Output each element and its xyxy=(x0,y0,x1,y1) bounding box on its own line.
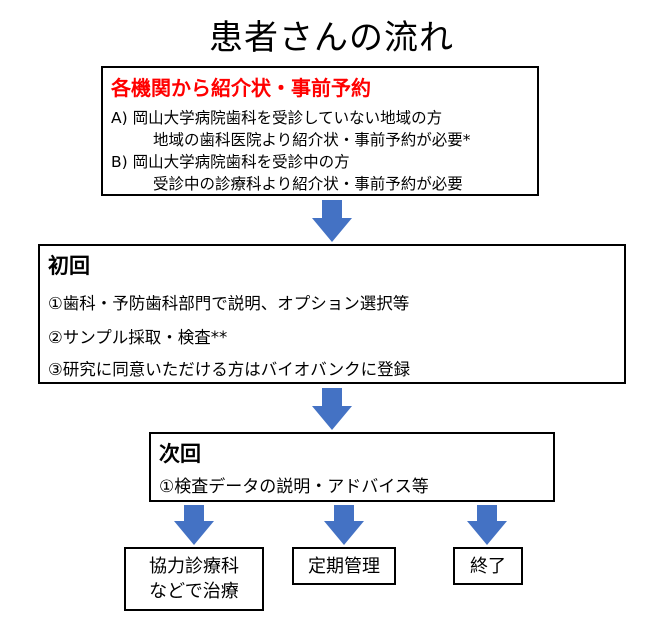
referral-a-line2: 地域の歯科医院より紹介状・事前予約が必要* xyxy=(153,131,471,149)
first-visit-step2: ②サンプル採取・検査** xyxy=(48,328,228,347)
down-arrow-icon xyxy=(324,505,364,545)
next-visit-heading: 次回 xyxy=(159,442,201,466)
end-label: 終了 xyxy=(470,556,506,577)
treatment-line1: 協力診療科 xyxy=(149,556,239,577)
first-visit-step1: ①歯科・予防歯科部門で説明、オプション選択等 xyxy=(48,294,410,313)
treatment-line2: などで治療 xyxy=(149,581,239,602)
first-visit-heading: 初回 xyxy=(48,254,90,278)
down-arrow-icon xyxy=(174,505,214,545)
referral-a-line1: A) 岡山大学病院歯科を受診していない地域の方 xyxy=(111,109,443,127)
end-box: 終了 xyxy=(453,547,523,585)
first-visit-box: 初回 ①歯科・予防歯科部門で説明、オプション選択等 ②サンプル採取・検査** ③… xyxy=(38,244,626,384)
next-visit-box: 次回 ①検査データの説明・アドバイス等 xyxy=(149,432,555,502)
maintenance-box: 定期管理 xyxy=(292,547,396,585)
referral-box: 各機関から紹介状・事前予約 A) 岡山大学病院歯科を受診していない地域の方 地域… xyxy=(101,66,539,196)
referral-b-line1: B) 岡山大学病院歯科を受診中の方 xyxy=(111,153,350,171)
treatment-box: 協力診療科 などで治療 xyxy=(124,547,264,611)
referral-b-line2: 受診中の診療科より紹介状・事前予約が必要 xyxy=(153,175,463,193)
maintenance-label: 定期管理 xyxy=(308,556,380,577)
first-visit-step3: ③研究に同意いただける方はバイオバンクに登録 xyxy=(48,360,411,379)
down-arrow-icon xyxy=(312,200,352,242)
referral-heading: 各機関から紹介状・事前予約 xyxy=(111,76,371,100)
next-visit-step1: ①検査データの説明・アドバイス等 xyxy=(159,477,429,497)
down-arrow-icon xyxy=(312,388,352,430)
page-title: 患者さんの流れ xyxy=(209,18,454,58)
down-arrow-icon xyxy=(467,505,507,545)
